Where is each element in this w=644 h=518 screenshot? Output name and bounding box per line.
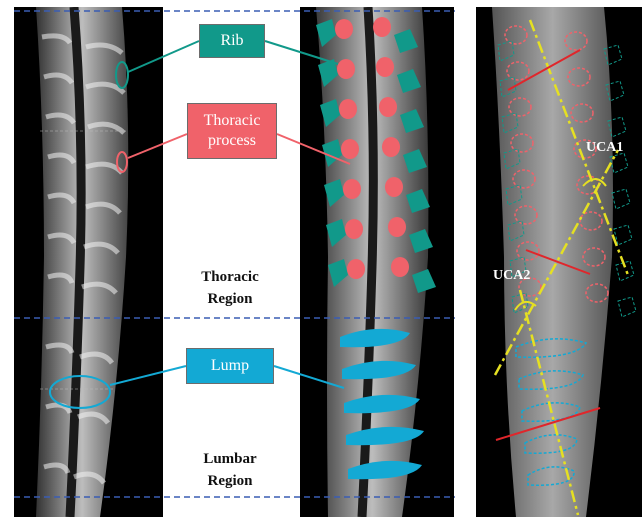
lumbar-region-line-2: Region — [175, 470, 285, 492]
rib-outline — [604, 45, 622, 65]
rib-outline — [498, 41, 514, 61]
process-outline — [509, 98, 531, 116]
rib-shape — [318, 59, 338, 87]
rib-outline — [612, 189, 630, 209]
process-shape — [385, 177, 403, 197]
process-shape — [379, 97, 397, 117]
process-shape — [335, 19, 353, 39]
process-outline — [583, 248, 605, 266]
lump-shape — [342, 361, 416, 379]
process-outline — [517, 242, 539, 260]
rib-shape — [403, 149, 427, 173]
process-shape — [347, 259, 365, 279]
lumbar-region-label: Lumbar Region — [175, 448, 285, 492]
lump-outline — [516, 339, 586, 357]
rib-shape — [394, 29, 418, 53]
lump-label: Lump — [186, 348, 274, 384]
process-outline — [505, 26, 527, 44]
process-shape — [343, 179, 361, 199]
rib-outline — [618, 297, 636, 317]
rib-outline — [608, 117, 626, 137]
process-shape — [337, 59, 355, 79]
lump-shape — [340, 329, 410, 347]
lump-outline — [525, 435, 577, 453]
rib-shape — [326, 219, 346, 247]
rib-shape — [412, 269, 436, 293]
rib-shape — [400, 109, 424, 133]
rib-shape — [322, 139, 342, 167]
process-shape — [382, 137, 400, 157]
lumbar-region-line-1: Lumbar — [175, 448, 285, 470]
rib-shape — [397, 69, 421, 93]
rib-shape — [409, 229, 433, 253]
rib-outline — [606, 81, 624, 101]
rib-label: Rib — [199, 24, 265, 58]
raw-spine-image — [14, 7, 163, 517]
process-outline — [577, 176, 599, 194]
process-outline — [565, 32, 587, 50]
process-outline — [568, 68, 590, 86]
lump-outline — [528, 467, 574, 485]
thoracic-region-line-1: Thoracic — [175, 266, 285, 288]
lump-shape — [346, 427, 424, 445]
lump-shape — [344, 395, 420, 413]
thoracic-region-line-2: Region — [175, 288, 285, 310]
segmented-spine-image — [300, 7, 454, 517]
process-shape — [391, 257, 409, 277]
rib-outline — [504, 149, 520, 169]
process-shape — [345, 219, 363, 239]
process-outline — [571, 104, 593, 122]
segmentation-shapes — [300, 7, 454, 517]
process-outline — [586, 284, 608, 302]
uca1-label: UCA1 — [586, 140, 623, 156]
rib-outline — [502, 113, 518, 133]
uca2-label: UCA2 — [493, 268, 530, 284]
process-shape — [373, 17, 391, 37]
lump-shape — [348, 461, 422, 479]
process-outline — [511, 134, 533, 152]
rib-outline — [500, 77, 516, 97]
rib-outline — [508, 221, 524, 241]
rib-shape — [316, 19, 336, 47]
rib-shape — [320, 99, 340, 127]
rib-outline — [512, 293, 528, 313]
rib-shape — [406, 189, 430, 213]
dashed-outlines — [476, 7, 642, 517]
rib-outline — [614, 225, 632, 245]
thoracic-region-label: Thoracic Region — [175, 266, 285, 310]
process-outline — [580, 212, 602, 230]
process-shape — [339, 99, 357, 119]
process-outline — [507, 62, 529, 80]
rib-outline — [610, 153, 628, 173]
rib-shape — [328, 259, 348, 287]
process-outline — [513, 170, 535, 188]
rib-outline — [616, 261, 634, 281]
process-shape — [341, 139, 359, 159]
process-shape — [388, 217, 406, 237]
process-shape — [376, 57, 394, 77]
rib-outline — [506, 185, 522, 205]
rib-shape — [324, 179, 344, 207]
lump-outline — [519, 371, 583, 389]
curvature-measurement-image — [476, 7, 642, 517]
process-outline — [515, 206, 537, 224]
thoracic-process-label: Thoracic process — [187, 103, 277, 159]
lump-outline — [522, 403, 580, 421]
